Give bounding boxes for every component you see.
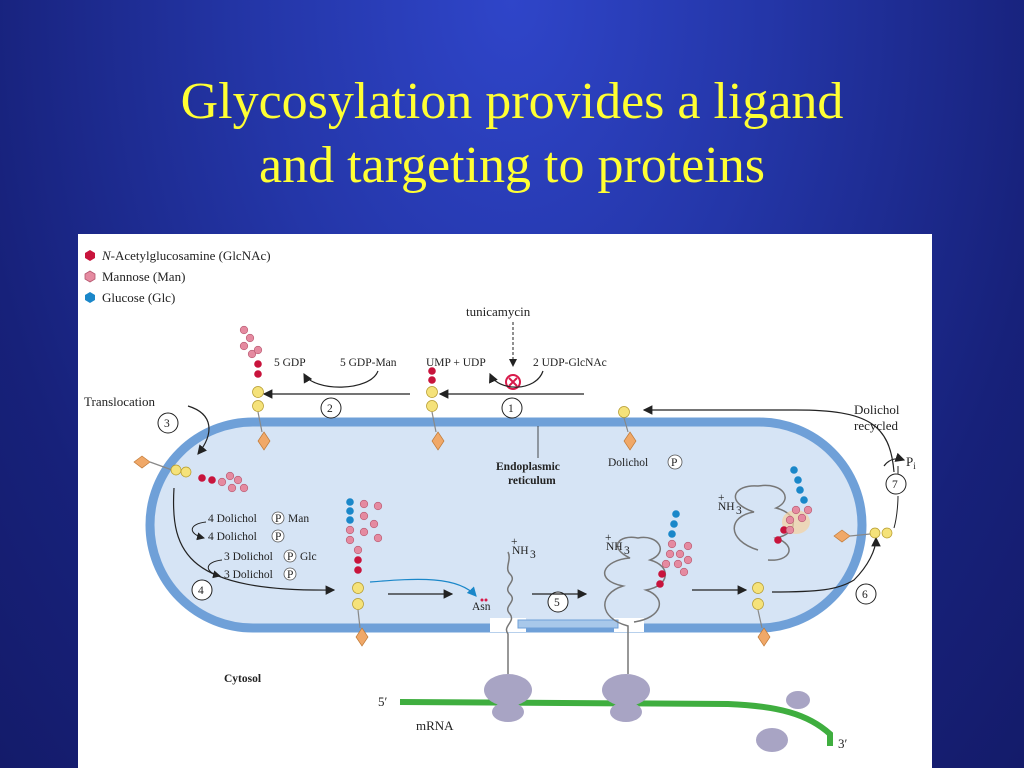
svg-text:4 Dolichol: 4 Dolichol [208,531,257,543]
glycoprotein-intermediate: NH 3 + [603,510,693,674]
glycosylation-figure: N-Acetylglucosamine (GlcNAc) Mannose (Ma… [78,234,932,768]
glycosylation-diagram: N-Acetylglucosamine (GlcNAc) Mannose (Ma… [84,248,916,752]
gdp-man-curve-arrow [303,370,379,388]
dolichol-glc-donor: 3 Dolichol P Glc [224,549,317,563]
step-1-marker: 1 [501,397,523,419]
ribosome-free-large [756,728,788,752]
five-prime-label: 5′ [378,694,388,709]
glycoprotein-processed: NH 3 + [718,466,813,561]
step7-arrow [893,495,899,529]
svg-text:P: P [287,569,293,581]
svg-text:P: P [275,513,281,525]
dolichol-recycled-line-2: recycled [854,418,899,433]
step-2-marker: 2 [320,397,342,419]
gdpman5-label: 5 GDP-Man [340,357,397,369]
svg-text:NH: NH [606,541,623,553]
step-6-marker: 6 [855,583,877,605]
svg-text:4: 4 [198,585,204,597]
svg-text:3 Dolichol: 3 Dolichol [224,569,273,581]
pi-label: Pi [906,454,916,471]
svg-text:Glc: Glc [300,551,317,563]
translocation-label: Translocation [84,394,156,409]
dolichol-p-chain [618,406,637,451]
slide-title: Glycosylation provides a ligand and targ… [0,70,1024,198]
mrna-strand [399,699,833,746]
dolichol-pp-glc3man9glcnac2 [345,498,383,647]
man-transfer-arrow [191,521,207,541]
dolichol-pp-man5-chain [239,325,271,451]
svg-text:Asn: Asn [472,601,491,613]
er-label-line-2: reticulum [508,475,556,487]
dolichol-pp-released [752,582,771,647]
udpglcnac2-label: 2 UDP-GlcNAc [533,357,607,369]
step-5-marker: 5 [547,591,569,613]
three-prime-label: 3′ [838,736,848,751]
mrna-label: mRNA [416,718,454,733]
glcnac-legend-icon [85,250,95,261]
gdp5-label: 5 GDP [274,357,306,369]
glucose-legend-icon [85,292,95,303]
legend: N-Acetylglucosamine (GlcNAc) Mannose (Ma… [84,248,271,305]
ribosome-free-small [786,691,810,709]
svg-text:6: 6 [862,589,868,601]
svg-text:NH: NH [512,545,529,557]
svg-text:P: P [275,531,281,543]
legend-glc-label: Glucose (Glc) [102,290,175,305]
ribosome-1 [484,674,532,722]
step-4-marker: 4 [191,579,213,601]
tunicamycin-label: tunicamycin [466,304,531,319]
svg-text:P: P [287,551,293,563]
svg-text:3: 3 [530,549,536,561]
ump-udp-label: UMP + UDP [426,357,486,369]
svg-text:NH: NH [718,501,735,513]
svg-text:Dolichol: Dolichol [608,457,648,469]
translocation-arrow [187,405,210,455]
dolichol-pp-glcnac2-chain [426,367,445,451]
dolichol-recycle-curve [795,409,895,473]
er-membrane [145,417,867,633]
svg-text:1: 1 [508,403,514,415]
step-3-marker: 3 [157,412,179,434]
inhibitor-icon [505,374,521,390]
svg-text:2: 2 [327,403,333,415]
dolichol-p-product-4: 4 Dolichol P [208,529,285,543]
dolichol-p-product-3: 3 Dolichol P [224,567,297,581]
legend-glcnac-label: N-Acetylglucosamine (GlcNAc) [101,248,271,263]
svg-text:3: 3 [736,505,742,517]
step6-arrow [771,536,881,593]
udp-glcnac-curve-arrow [489,370,544,388]
svg-text:+: + [605,532,612,544]
dolichol-man-donor: 4 Dolichol P Man [208,511,309,525]
svg-text:+: + [511,536,518,548]
dolichol-pp-exit [833,527,893,543]
translocon-plate [517,619,619,629]
svg-text:4 Dolichol: 4 Dolichol [208,513,257,525]
dolichol-recycled-line-1: Dolichol [854,402,900,417]
svg-text:7: 7 [892,479,898,491]
oligosaccharide-transfer-arrow [369,578,477,597]
step4-arrow [172,487,336,595]
slide-title-line-1: Glycosylation provides a ligand [180,73,844,130]
flipped-man5-chain [133,455,249,493]
pi-release-arrow [883,452,906,467]
svg-text:Man: Man [288,513,309,525]
slide-title-line-2: and targeting to proteins [259,137,765,194]
er-label-line-1: Endoplasmic [496,461,560,473]
dolichol-p-label: Dolichol P [608,454,683,470]
ribosome-2 [602,674,650,722]
svg-text:3: 3 [164,418,170,430]
legend-man-label: Mannose (Man) [102,269,185,284]
svg-text:P: P [671,457,677,469]
nascent-polypeptide: NH 3 + Asn [472,536,536,674]
svg-text:+: + [718,492,725,504]
cytosol-label: Cytosol [224,673,261,685]
svg-text:5: 5 [554,597,560,609]
svg-text:3: 3 [624,545,630,557]
mannose-legend-icon [84,270,96,283]
svg-text:3 Dolichol: 3 Dolichol [224,551,273,563]
step-7-marker: 7 [885,473,907,495]
